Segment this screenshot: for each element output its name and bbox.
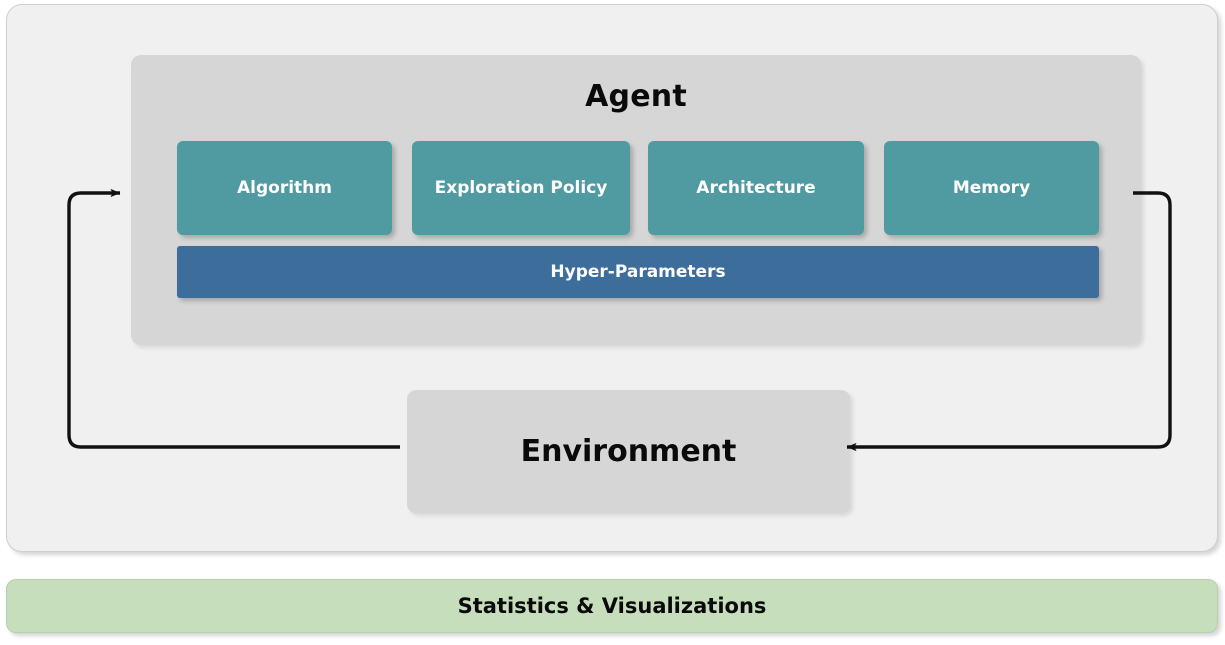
hyper-parameters-label: Hyper-Parameters [550, 262, 726, 282]
agent-components-row: Algorithm Exploration Policy Architectur… [177, 141, 1099, 235]
agent-component-exploration-policy[interactable]: Exploration Policy [412, 141, 630, 235]
environment-box[interactable]: Environment [407, 390, 850, 513]
agent-component-memory[interactable]: Memory [884, 141, 1099, 235]
statistics-visualizations-bar[interactable]: Statistics & Visualizations [6, 579, 1218, 633]
agent-component-algorithm[interactable]: Algorithm [177, 141, 392, 235]
agent-component-label: Architecture [696, 177, 816, 198]
agent-component-label: Algorithm [237, 177, 332, 198]
environment-label: Environment [520, 434, 737, 469]
agent-component-architecture[interactable]: Architecture [648, 141, 864, 235]
system-panel: Agent Algorithm Exploration Policy Archi… [6, 4, 1218, 552]
agent-component-label: Exploration Policy [434, 177, 608, 198]
agent-container[interactable]: Agent Algorithm Exploration Policy Archi… [131, 55, 1141, 345]
statistics-visualizations-label: Statistics & Visualizations [457, 594, 767, 618]
agent-title: Agent [585, 79, 687, 114]
agent-component-label: Memory [952, 177, 1031, 198]
hyper-parameters-bar[interactable]: Hyper-Parameters [177, 246, 1099, 298]
